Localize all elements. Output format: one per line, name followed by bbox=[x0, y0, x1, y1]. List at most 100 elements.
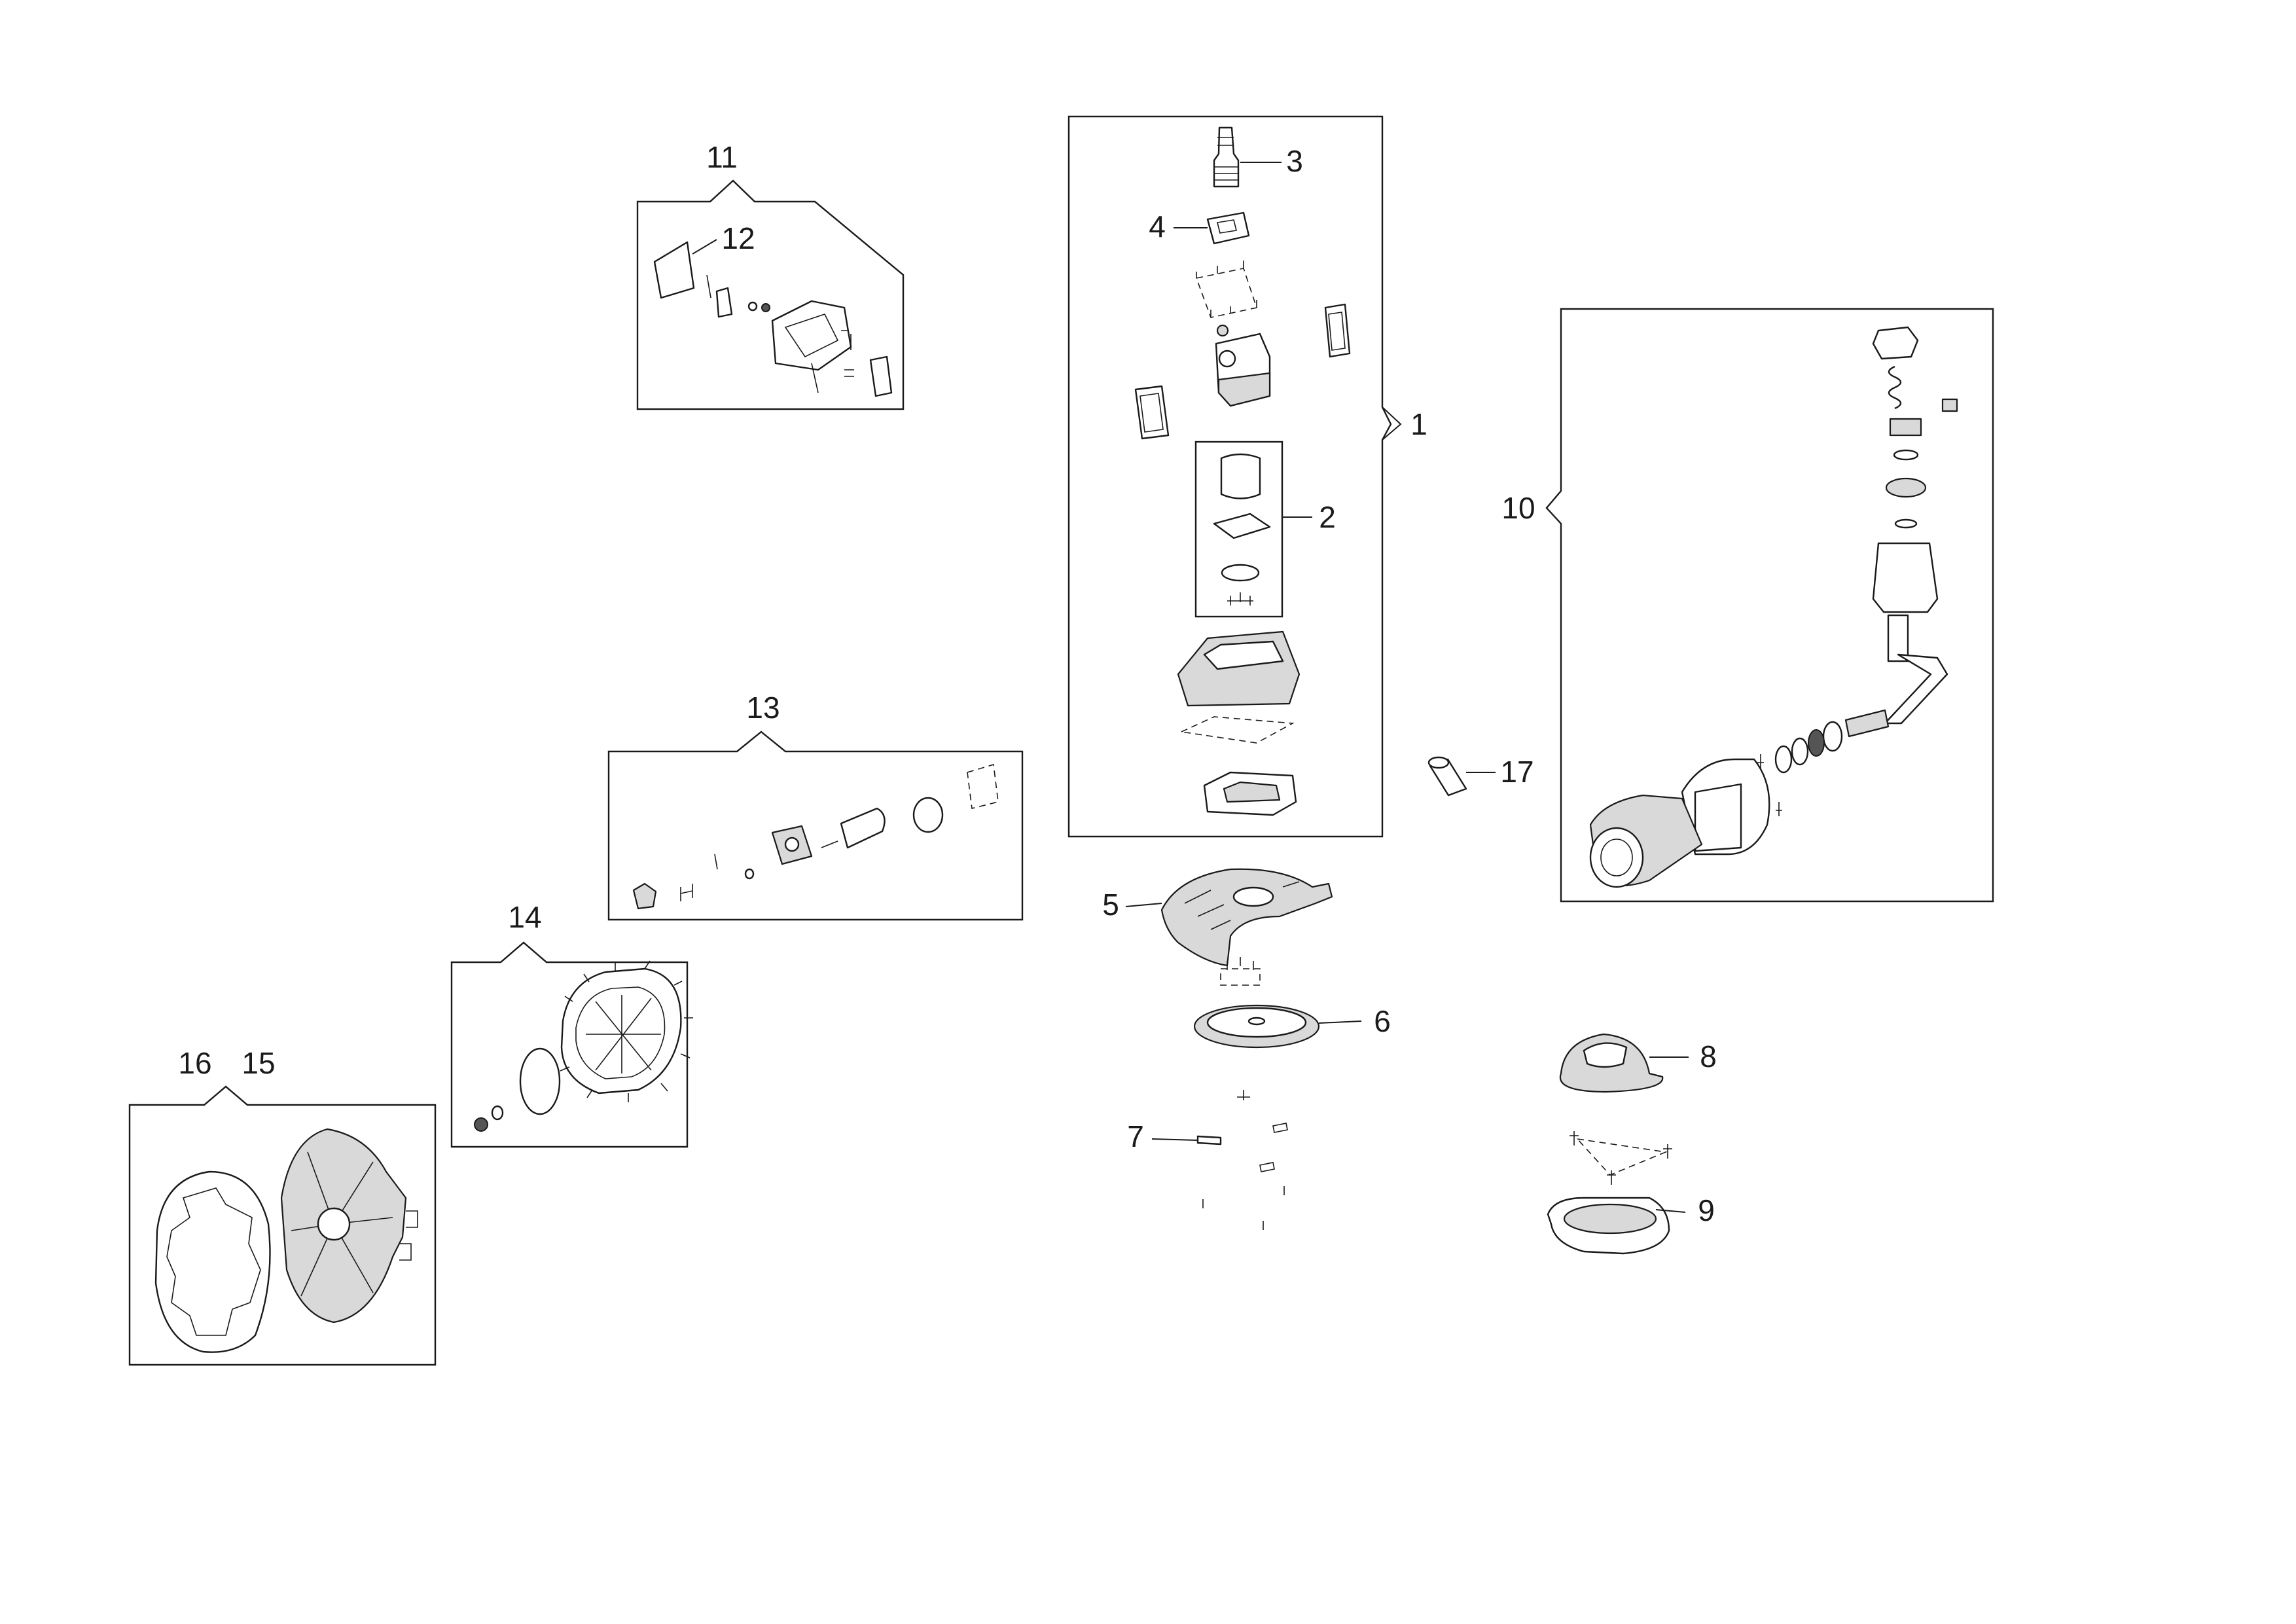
callout-17[interactable]: 17 bbox=[1500, 755, 1534, 789]
motor-part-2[interactable] bbox=[1220, 453, 1261, 499]
motor-flange bbox=[1221, 564, 1260, 582]
blade-disc-hub bbox=[1247, 1017, 1266, 1026]
chassis-screw-pattern bbox=[1179, 716, 1295, 744]
callout-7[interactable]: 7 bbox=[1127, 1119, 1144, 1153]
blade-guard-part-5[interactable] bbox=[1160, 868, 1333, 967]
group-frame-14 bbox=[450, 941, 689, 1148]
callout-2[interactable]: 2 bbox=[1319, 500, 1336, 534]
height-knob-top bbox=[1583, 1042, 1628, 1068]
o-ring-4 bbox=[1774, 745, 1793, 774]
guard-screw-pattern bbox=[1220, 968, 1261, 986]
wheel-hub-tabs bbox=[399, 1210, 418, 1261]
callout-5[interactable]: 5 bbox=[1102, 888, 1119, 922]
callout-16[interactable]: 16 bbox=[178, 1046, 211, 1080]
screws bbox=[841, 330, 854, 377]
wheel-cover-inner bbox=[166, 1187, 261, 1336]
hub-nut bbox=[474, 1117, 488, 1132]
part-9-group: 9 bbox=[1547, 1131, 1715, 1255]
drive-motor[interactable] bbox=[840, 807, 886, 849]
clamp bbox=[680, 884, 693, 901]
nut bbox=[761, 303, 770, 312]
mount-plate-hole bbox=[784, 837, 800, 852]
housing-cover-part[interactable] bbox=[771, 300, 852, 371]
callout-11[interactable]: 11 bbox=[706, 140, 738, 174]
wheel-cover-ring-16[interactable] bbox=[154, 1170, 271, 1353]
group-frame-15-16 bbox=[128, 1085, 437, 1366]
callout-4[interactable]: 4 bbox=[1149, 209, 1166, 244]
motor-housing-base bbox=[1217, 372, 1271, 407]
washer bbox=[744, 868, 755, 880]
clip-part[interactable] bbox=[715, 287, 733, 318]
spindle-part-3[interactable] bbox=[1213, 126, 1240, 188]
drive-shaft bbox=[821, 840, 838, 848]
part-8-group: 8 bbox=[1559, 1033, 1717, 1093]
chassis-seal-inner bbox=[1223, 781, 1281, 803]
spring bbox=[1888, 365, 1902, 410]
spindle-thread bbox=[1214, 137, 1238, 181]
bracket-detail bbox=[1217, 219, 1237, 234]
washer bbox=[747, 301, 758, 312]
bushing bbox=[1216, 324, 1229, 337]
blade-part-7[interactable] bbox=[1196, 1135, 1222, 1146]
callout-9[interactable]: 9 bbox=[1698, 1193, 1715, 1227]
stator-inner bbox=[1600, 839, 1633, 876]
blade-screws bbox=[1202, 1090, 1288, 1230]
callout-3[interactable]: 3 bbox=[1286, 144, 1303, 178]
bushing-end bbox=[1427, 756, 1450, 769]
assembly-15-16: 16 15 bbox=[128, 1046, 437, 1366]
assembly-13: 13 bbox=[607, 691, 1024, 921]
knob-screw-pattern bbox=[1575, 1138, 1668, 1176]
assembly-14: 14 bbox=[450, 900, 693, 1148]
switch-part[interactable] bbox=[869, 355, 893, 397]
pipe-elbow bbox=[1884, 653, 1948, 725]
callout-8[interactable]: 8 bbox=[1700, 1039, 1717, 1074]
bracket-part-4[interactable] bbox=[1206, 211, 1250, 245]
wheel-spokes bbox=[586, 995, 661, 1074]
hub-disc[interactable] bbox=[519, 1047, 561, 1115]
callout-10[interactable]: 10 bbox=[1501, 491, 1535, 525]
screws bbox=[1196, 261, 1257, 317]
pin bbox=[714, 854, 718, 870]
bearing bbox=[1885, 477, 1927, 498]
small-clip bbox=[1941, 398, 1958, 412]
gasket-part-12[interactable] bbox=[653, 241, 695, 299]
chassis-inner bbox=[1203, 640, 1284, 670]
callout-15[interactable]: 15 bbox=[242, 1046, 275, 1080]
part-7-group: 7 bbox=[1127, 1090, 1288, 1230]
stator-face bbox=[1589, 827, 1644, 888]
screw-pattern bbox=[1195, 268, 1258, 318]
leader-7 bbox=[1151, 1138, 1198, 1141]
chassis-tray[interactable] bbox=[1177, 630, 1300, 707]
bracket-1 bbox=[1382, 406, 1402, 441]
callout-14[interactable]: 14 bbox=[508, 900, 541, 934]
wheel-tire[interactable] bbox=[560, 967, 682, 1094]
callout-13[interactable]: 13 bbox=[746, 691, 780, 725]
side-plate-left-detail bbox=[1139, 393, 1164, 433]
wheel-treads bbox=[560, 960, 693, 1102]
cap[interactable] bbox=[1872, 326, 1919, 360]
group-frame-13 bbox=[607, 731, 1024, 921]
pipe-fitting bbox=[1844, 709, 1890, 738]
callout-12[interactable]: 12 bbox=[721, 221, 755, 255]
pin bbox=[706, 274, 711, 298]
o-ring-1 bbox=[1822, 721, 1843, 752]
pump-housing[interactable] bbox=[1872, 542, 1939, 613]
callout-6[interactable]: 6 bbox=[1374, 1004, 1391, 1038]
leader-5 bbox=[1125, 903, 1162, 907]
group-frame-1 bbox=[1067, 115, 1392, 838]
pin-long bbox=[811, 363, 819, 393]
cam-part[interactable] bbox=[632, 882, 657, 910]
leader-12 bbox=[692, 239, 717, 255]
leader-6 bbox=[1318, 1020, 1362, 1024]
wheel-rim bbox=[575, 986, 666, 1079]
motor-mount[interactable] bbox=[1213, 513, 1271, 539]
blade-guard-ribs bbox=[1184, 881, 1300, 930]
o-ring-3 bbox=[1791, 737, 1809, 766]
part-6-group: 6 bbox=[1193, 1004, 1391, 1049]
guard-screws bbox=[1227, 957, 1254, 970]
part-17-group: 17 bbox=[1427, 755, 1534, 797]
callout-1[interactable]: 1 bbox=[1410, 407, 1427, 441]
assembly-11: 11 12 bbox=[636, 140, 905, 410]
housing-detail bbox=[784, 314, 839, 358]
